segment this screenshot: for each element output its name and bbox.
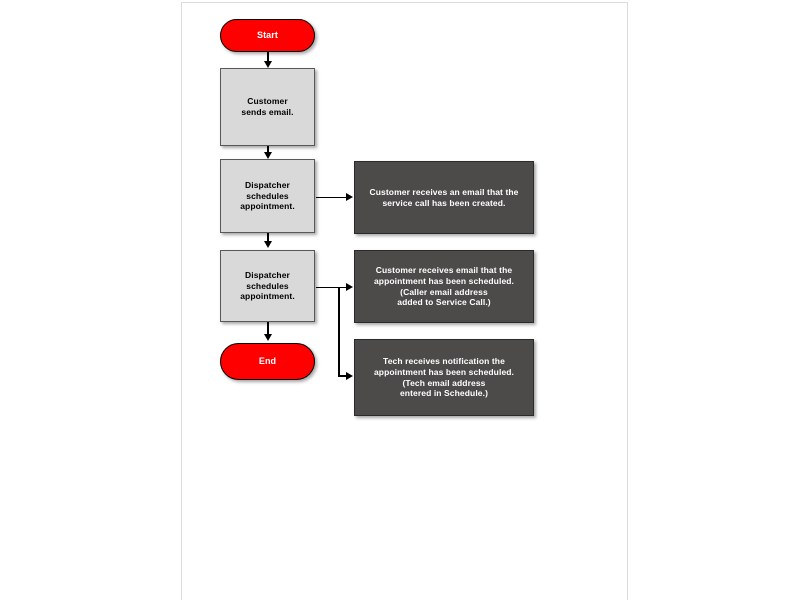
- arrowhead-dispatcher2-to-note3: [346, 372, 353, 380]
- arrowhead-dispatcher2-to-note2: [346, 283, 353, 291]
- node-note-service-call-created-label: Customer receives an email that the serv…: [369, 186, 519, 208]
- node-dispatcher-creates-call[interactable]: Dispatcher schedules appointment.: [220, 159, 315, 233]
- node-end[interactable]: End: [220, 343, 315, 380]
- arrowhead-dispatcher2-to-end: [263, 334, 272, 341]
- node-note-appointment-scheduled-customer-label: Customer receives email that the appoint…: [373, 264, 515, 308]
- node-note-appointment-scheduled-customer[interactable]: Customer receives email that the appoint…: [354, 250, 534, 323]
- flowchart-canvas: Start Customer sends email. Dispatcher s…: [181, 2, 628, 600]
- node-customer-sends-email-label: Customer sends email.: [241, 96, 294, 117]
- connector-start-to-customer: [267, 51, 269, 65]
- node-note-service-call-created[interactable]: Customer receives an email that the serv…: [354, 161, 534, 234]
- node-dispatcher-creates-call-label: Dispatcher schedules appointment.: [240, 179, 295, 212]
- node-dispatcher-schedules-appointment-label: Dispatcher schedules appointment.: [240, 269, 295, 302]
- node-customer-sends-email[interactable]: Customer sends email.: [220, 68, 315, 146]
- node-end-label: End: [258, 355, 277, 366]
- arrowhead-start-to-customer: [263, 61, 272, 68]
- connector-dispatcher1-to-note1: [316, 196, 350, 199]
- connector-dispatcher2-to-note2: [316, 286, 350, 289]
- connector-branch-vertical-to-note3: [338, 286, 340, 377]
- arrowhead-customer-to-dispatcher1: [263, 152, 272, 159]
- node-start[interactable]: Start: [220, 19, 315, 52]
- connector-dispatcher1-to-dispatcher2: [267, 233, 269, 246]
- connector-dispatcher2-to-end: [267, 322, 269, 338]
- connector-branch-to-note3: [338, 375, 350, 377]
- node-note-appointment-scheduled-tech[interactable]: Tech receives notification the appointme…: [354, 339, 534, 416]
- node-note-appointment-scheduled-tech-label: Tech receives notification the appointme…: [373, 355, 515, 399]
- node-dispatcher-schedules-appointment[interactable]: Dispatcher schedules appointment.: [220, 250, 315, 322]
- node-start-label: Start: [256, 29, 278, 40]
- arrowhead-dispatcher1-to-dispatcher2: [263, 241, 272, 248]
- connector-customer-to-dispatcher1: [267, 146, 269, 157]
- arrowhead-dispatcher1-to-note1: [346, 193, 353, 201]
